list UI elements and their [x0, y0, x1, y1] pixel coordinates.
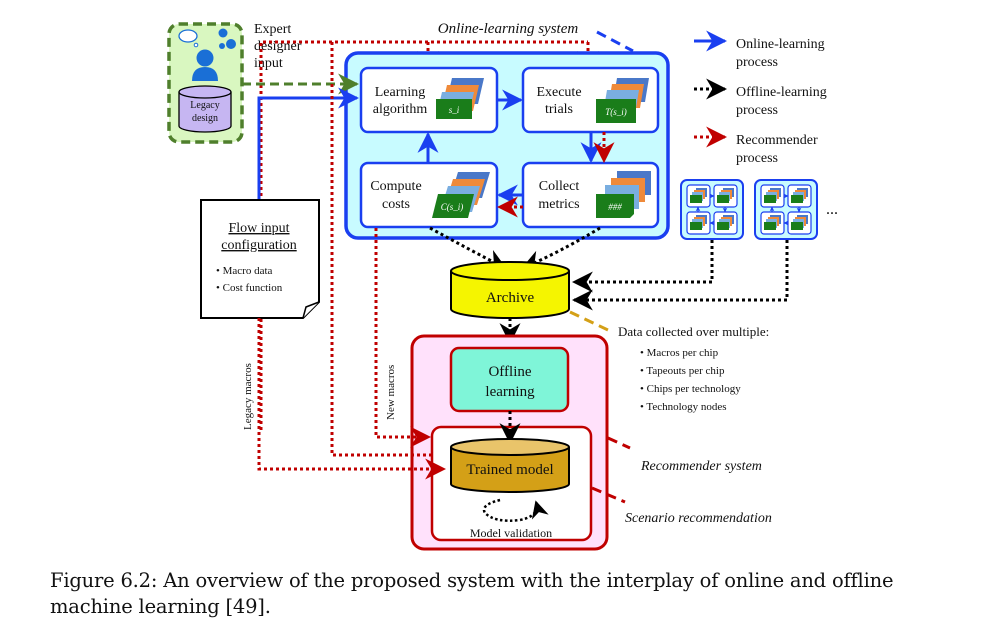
- flow-input-bullet-2: • Cost function: [216, 282, 283, 294]
- system-diagram: Legacy design Expert designer input Onli…: [167, 21, 838, 551]
- execute-label-1: Execute: [536, 85, 581, 100]
- learning-label-1: Learning: [375, 85, 426, 100]
- archive-db: Archive: [450, 261, 570, 319]
- metrics-cards-icon: ###: [596, 171, 651, 218]
- mini-node: [713, 211, 738, 235]
- trained-model-db: Trained model: [450, 438, 570, 493]
- legend-offline-label-2: process: [736, 103, 778, 118]
- scenario-recommendation-label: Scenario recommendation: [625, 511, 772, 526]
- node-execute-trials: Execute trials T(s_i): [521, 66, 660, 134]
- legacy-design-label-2: design: [192, 113, 218, 124]
- legend-item-online: Online-learning process: [694, 30, 825, 70]
- online-system-pointer: [596, 30, 634, 53]
- expert-input-group: Legacy design Expert designer input: [167, 22, 302, 144]
- mini-online-system-1: [680, 179, 744, 240]
- new-macros-label: New macros: [385, 365, 397, 420]
- macro-feeds: [257, 42, 447, 480]
- data-collected-bullet-4: • Technology nodes: [640, 401, 727, 413]
- mini-systems-ellipsis: ...: [826, 201, 838, 218]
- legend: Online-learning process Offline-learning…: [694, 30, 827, 166]
- gear-icon: [218, 28, 236, 49]
- compute-label-2: costs: [382, 197, 410, 212]
- flow-input-bullet-1: • Macro data: [216, 265, 273, 277]
- legend-item-recommender: Recommender process: [694, 126, 818, 166]
- offline-learning-label-2: learning: [485, 384, 535, 400]
- learning-label-2: algorithm: [373, 102, 428, 117]
- legend-online-label-2: process: [736, 55, 778, 70]
- figure-caption: Figure 6.2: An overview of the proposed …: [50, 569, 894, 618]
- online-system-title: Online-learning system: [438, 21, 579, 37]
- legend-recommender-label-2: process: [736, 151, 778, 166]
- collect-label-2: metrics: [538, 197, 579, 212]
- solution-cards-icon: s_i: [436, 78, 484, 119]
- legend-offline-label-1: Offline-learning: [736, 85, 827, 100]
- card-label-t: T(s_i): [605, 107, 627, 117]
- mini-online-systems: [680, 179, 818, 240]
- node-compute-costs: Compute costs C(s_i): [359, 161, 499, 229]
- mini-online-system-2: [754, 179, 818, 240]
- card-label-s: s_i: [449, 105, 460, 115]
- legacy-design-label-1: Legacy: [190, 100, 219, 111]
- legend-recommender-label-1: Recommender: [736, 133, 818, 148]
- online-flow-arrows: [417, 89, 615, 218]
- mini-node: [686, 211, 711, 235]
- expert-label-3: input: [254, 56, 283, 71]
- node-collect-metrics: Collect metrics ###: [521, 161, 660, 229]
- model-validation-loop-icon: [482, 498, 549, 522]
- archive-pointer: [569, 310, 609, 332]
- flow-input-config-doc: Flow input configuration • Macro data • …: [200, 199, 320, 319]
- scenario-pointer: [591, 486, 626, 504]
- flow-input-title-2: configuration: [221, 238, 296, 253]
- legacy-design-db: Legacy design: [178, 85, 232, 133]
- mini-node: [760, 211, 785, 235]
- legacy-macros-label: Legacy macros: [242, 363, 254, 430]
- cost-cards-icon: C(s_i): [432, 172, 490, 218]
- execute-label-2: trials: [545, 102, 573, 117]
- flow-input-title-1: Flow input: [228, 221, 289, 236]
- trained-model-label: Trained model: [466, 462, 553, 478]
- offline-learning-label-1: Offline: [488, 364, 531, 380]
- data-collected-bullet-1: • Macros per chip: [640, 347, 719, 359]
- flow-input-arrow: [257, 87, 360, 200]
- mini-node: [686, 184, 711, 208]
- thought-cloud-icon: [178, 29, 199, 48]
- mini-node: [760, 184, 785, 208]
- collect-label-1: Collect: [539, 179, 580, 194]
- recommender-system-pointer: [607, 436, 631, 450]
- mini-node: [713, 184, 738, 208]
- mini-node: [787, 211, 812, 235]
- node-learning-algorithm: Learning algorithm s_i: [359, 66, 499, 134]
- data-collected-note: Data collected over multiple: • Macros p…: [618, 324, 769, 413]
- data-collected-bullet-3: • Chips per technology: [640, 383, 741, 395]
- mini-node: [787, 184, 812, 208]
- model-validation-label: Model validation: [470, 526, 552, 540]
- card-label-hash: ###: [608, 202, 622, 212]
- data-collected-bullet-2: • Tapeouts per chip: [640, 365, 725, 377]
- legend-online-label-1: Online-learning: [736, 37, 825, 52]
- trial-cards-icon: T(s_i): [596, 78, 649, 123]
- legend-item-offline: Offline-learning process: [694, 78, 827, 118]
- data-collected-title: Data collected over multiple:: [618, 324, 769, 339]
- recommender-system-label: Recommender system: [640, 459, 762, 474]
- expert-label-1: Expert: [254, 22, 291, 37]
- card-label-c: C(s_i): [441, 202, 464, 212]
- compute-label-1: Compute: [370, 179, 421, 194]
- archive-label: Archive: [486, 290, 535, 306]
- person-icon: [192, 49, 218, 81]
